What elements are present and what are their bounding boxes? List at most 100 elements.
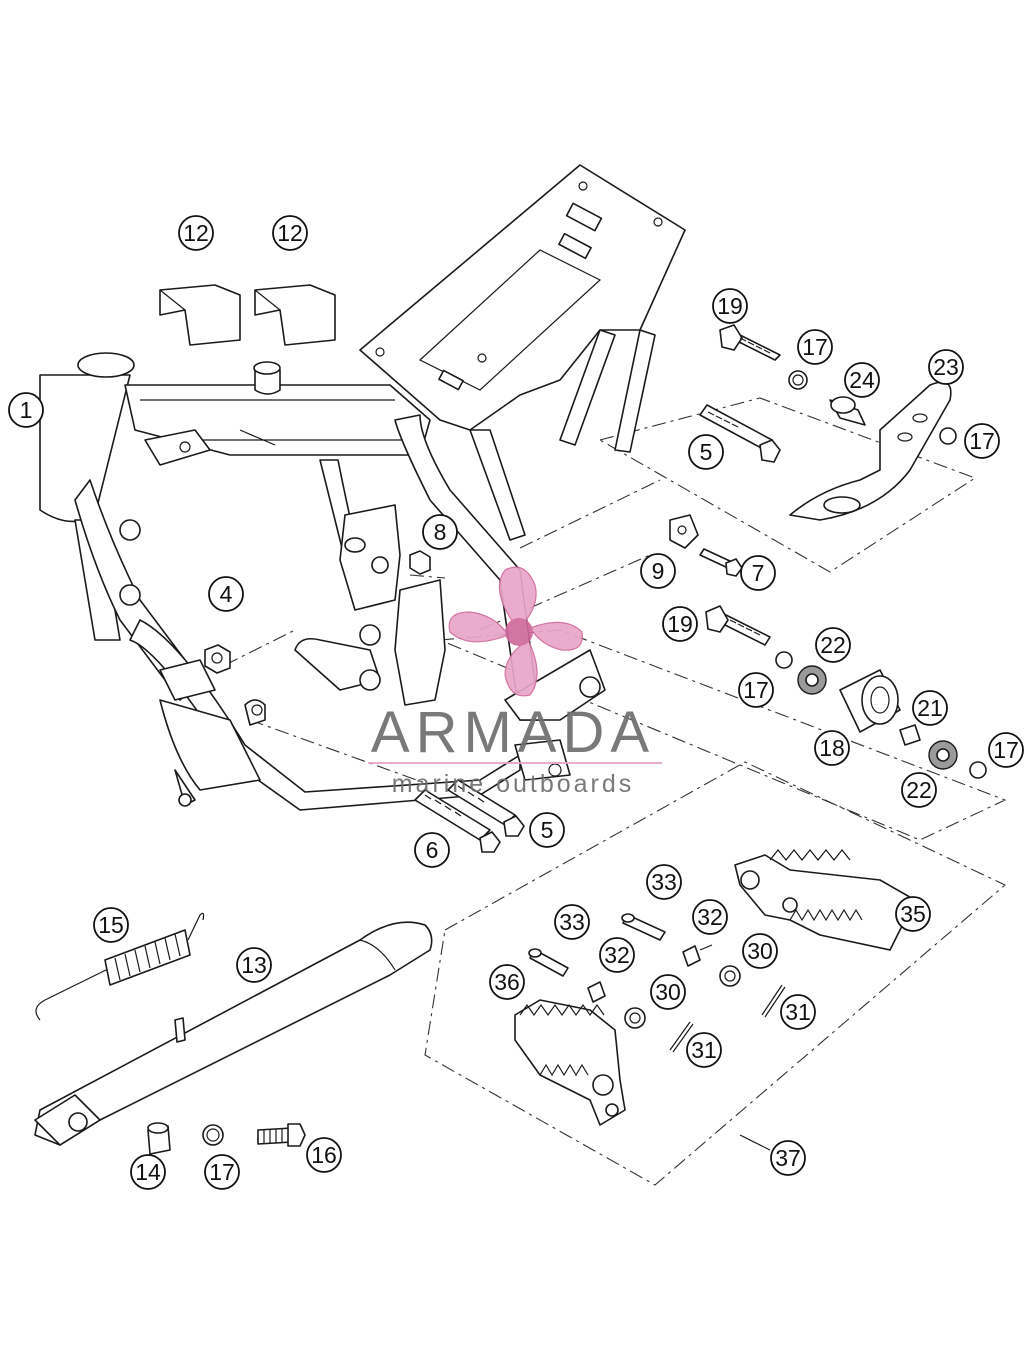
svg-text:15: 15 <box>98 912 124 938</box>
svg-text:17: 17 <box>802 334 828 360</box>
callout-part-22-upper: 22 <box>815 627 851 663</box>
svg-text:33: 33 <box>651 869 677 895</box>
main-frame <box>39 164 686 811</box>
callout-part-32-lower: 32 <box>599 937 635 973</box>
frame-protector-pair <box>159 284 336 346</box>
svg-text:32: 32 <box>697 904 723 930</box>
callout-part-19-upper: 19 <box>712 288 748 324</box>
spring-part-32-lower <box>587 981 606 1003</box>
spring-part-32-upper <box>682 945 701 967</box>
callout-part-12-right: 12 <box>272 215 308 251</box>
callout-part-13: 13 <box>236 947 272 983</box>
callout-part-1: 1 <box>8 392 44 428</box>
callout-part-18: 18 <box>814 730 850 766</box>
svg-text:17: 17 <box>743 677 769 703</box>
svg-text:8: 8 <box>434 519 447 545</box>
svg-text:37: 37 <box>775 1145 801 1171</box>
brake-pedal-assembly <box>699 324 957 521</box>
svg-text:23: 23 <box>933 354 959 380</box>
side-stand-leg-part-13 <box>34 921 433 1146</box>
svg-text:36: 36 <box>494 969 520 995</box>
callout-part-12-left: 12 <box>178 215 214 251</box>
washer-part-30-lower <box>624 1007 646 1029</box>
armada-watermark: ARMADA marine outboards <box>368 566 662 798</box>
guide-line <box>224 629 296 666</box>
footrest-assembly <box>514 849 916 1151</box>
svg-text:4: 4 <box>220 581 233 607</box>
pedal-pivot-group-outline <box>439 629 1007 841</box>
pivot-plate-left <box>339 504 401 611</box>
callout-part-17-pivot-end: 17 <box>988 732 1024 768</box>
callout-part-37: 37 <box>770 1140 806 1176</box>
rear-subframe <box>359 164 686 431</box>
callout-part-33-lower: 33 <box>554 904 590 940</box>
callout-part-35: 35 <box>895 896 931 932</box>
footrest-group-outline <box>424 761 1007 1186</box>
split-pin-part-31-upper <box>761 984 786 1018</box>
callout-part-15: 15 <box>93 907 129 943</box>
callout-part-36: 36 <box>489 964 525 1000</box>
callout-part-9: 9 <box>640 553 676 589</box>
svg-text:31: 31 <box>785 999 811 1025</box>
svg-text:30: 30 <box>655 979 681 1005</box>
callout-part-31-upper: 31 <box>780 994 816 1030</box>
svg-text:32: 32 <box>604 942 630 968</box>
nut-part-4 <box>204 644 231 674</box>
callout-part-19-lower: 19 <box>662 606 698 642</box>
svg-text:12: 12 <box>277 220 303 246</box>
spring-clamp-assembly <box>669 514 743 577</box>
frame-protector-left <box>159 284 241 346</box>
armada-propeller-logo-icon <box>448 566 583 697</box>
brake-pedal-part-23 <box>789 381 952 521</box>
callout-part-5-lower: 5 <box>529 812 565 848</box>
nut-part-8 <box>409 550 431 575</box>
svg-text:30: 30 <box>747 938 773 964</box>
svg-text:14: 14 <box>135 1159 161 1185</box>
tank-mount <box>254 369 281 395</box>
svg-text:12: 12 <box>183 220 209 246</box>
svg-text:5: 5 <box>700 439 713 465</box>
callout-part-17-pivot: 17 <box>738 672 774 708</box>
callout-part-24: 24 <box>844 362 880 398</box>
washer-part-17-pedal <box>939 427 957 445</box>
footrest-part-35 <box>734 854 916 951</box>
spring-hook <box>35 967 111 1021</box>
callout-part-14: 14 <box>130 1154 166 1190</box>
callout-part-17-pedal: 17 <box>964 423 1000 459</box>
callout-part-7: 7 <box>740 555 776 591</box>
pivot-plate-right <box>394 579 446 706</box>
svg-text:13: 13 <box>241 952 267 978</box>
svg-text:17: 17 <box>969 428 995 454</box>
spacer-part-21 <box>899 724 921 746</box>
callout-part-17-stand: 17 <box>204 1154 240 1190</box>
svg-text:31: 31 <box>691 1037 717 1063</box>
washer-part-17-stand <box>202 1124 224 1146</box>
svg-text:9: 9 <box>652 558 665 584</box>
svg-text:5: 5 <box>541 817 554 843</box>
callout-part-5-upper: 5 <box>688 434 724 470</box>
washer-part-17-pivot-end <box>969 761 987 779</box>
washer-part-17-upper <box>788 370 808 390</box>
callout-part-32-upper: 32 <box>692 899 728 935</box>
frame-hardware <box>204 550 525 853</box>
svg-text:33: 33 <box>559 909 585 935</box>
svg-text:6: 6 <box>426 837 439 863</box>
svg-text:18: 18 <box>819 735 845 761</box>
watermark-subtitle: marine outboards <box>392 770 635 798</box>
callout-part-22-lower: 22 <box>901 772 937 808</box>
callout-part-17-upper: 17 <box>797 329 833 365</box>
side-stand-assembly <box>34 912 433 1155</box>
washer-part-17-pivot <box>775 651 793 669</box>
steering-head-top <box>77 352 135 378</box>
svg-text:19: 19 <box>717 293 743 319</box>
watermark-title: ARMADA <box>371 700 655 765</box>
guide-line <box>409 574 446 579</box>
svg-text:21: 21 <box>917 695 943 721</box>
svg-text:19: 19 <box>667 611 693 637</box>
svg-text:17: 17 <box>209 1159 235 1185</box>
callout-part-4: 4 <box>208 576 244 612</box>
callout-part-31-lower: 31 <box>686 1032 722 1068</box>
washer-part-30-upper <box>719 965 741 987</box>
callout-labels: 1 12 12 4 8 6 5 19 17 24 23 17 5 9 7 19 … <box>8 215 1024 1190</box>
split-pin-part-31-lower <box>669 1021 694 1053</box>
